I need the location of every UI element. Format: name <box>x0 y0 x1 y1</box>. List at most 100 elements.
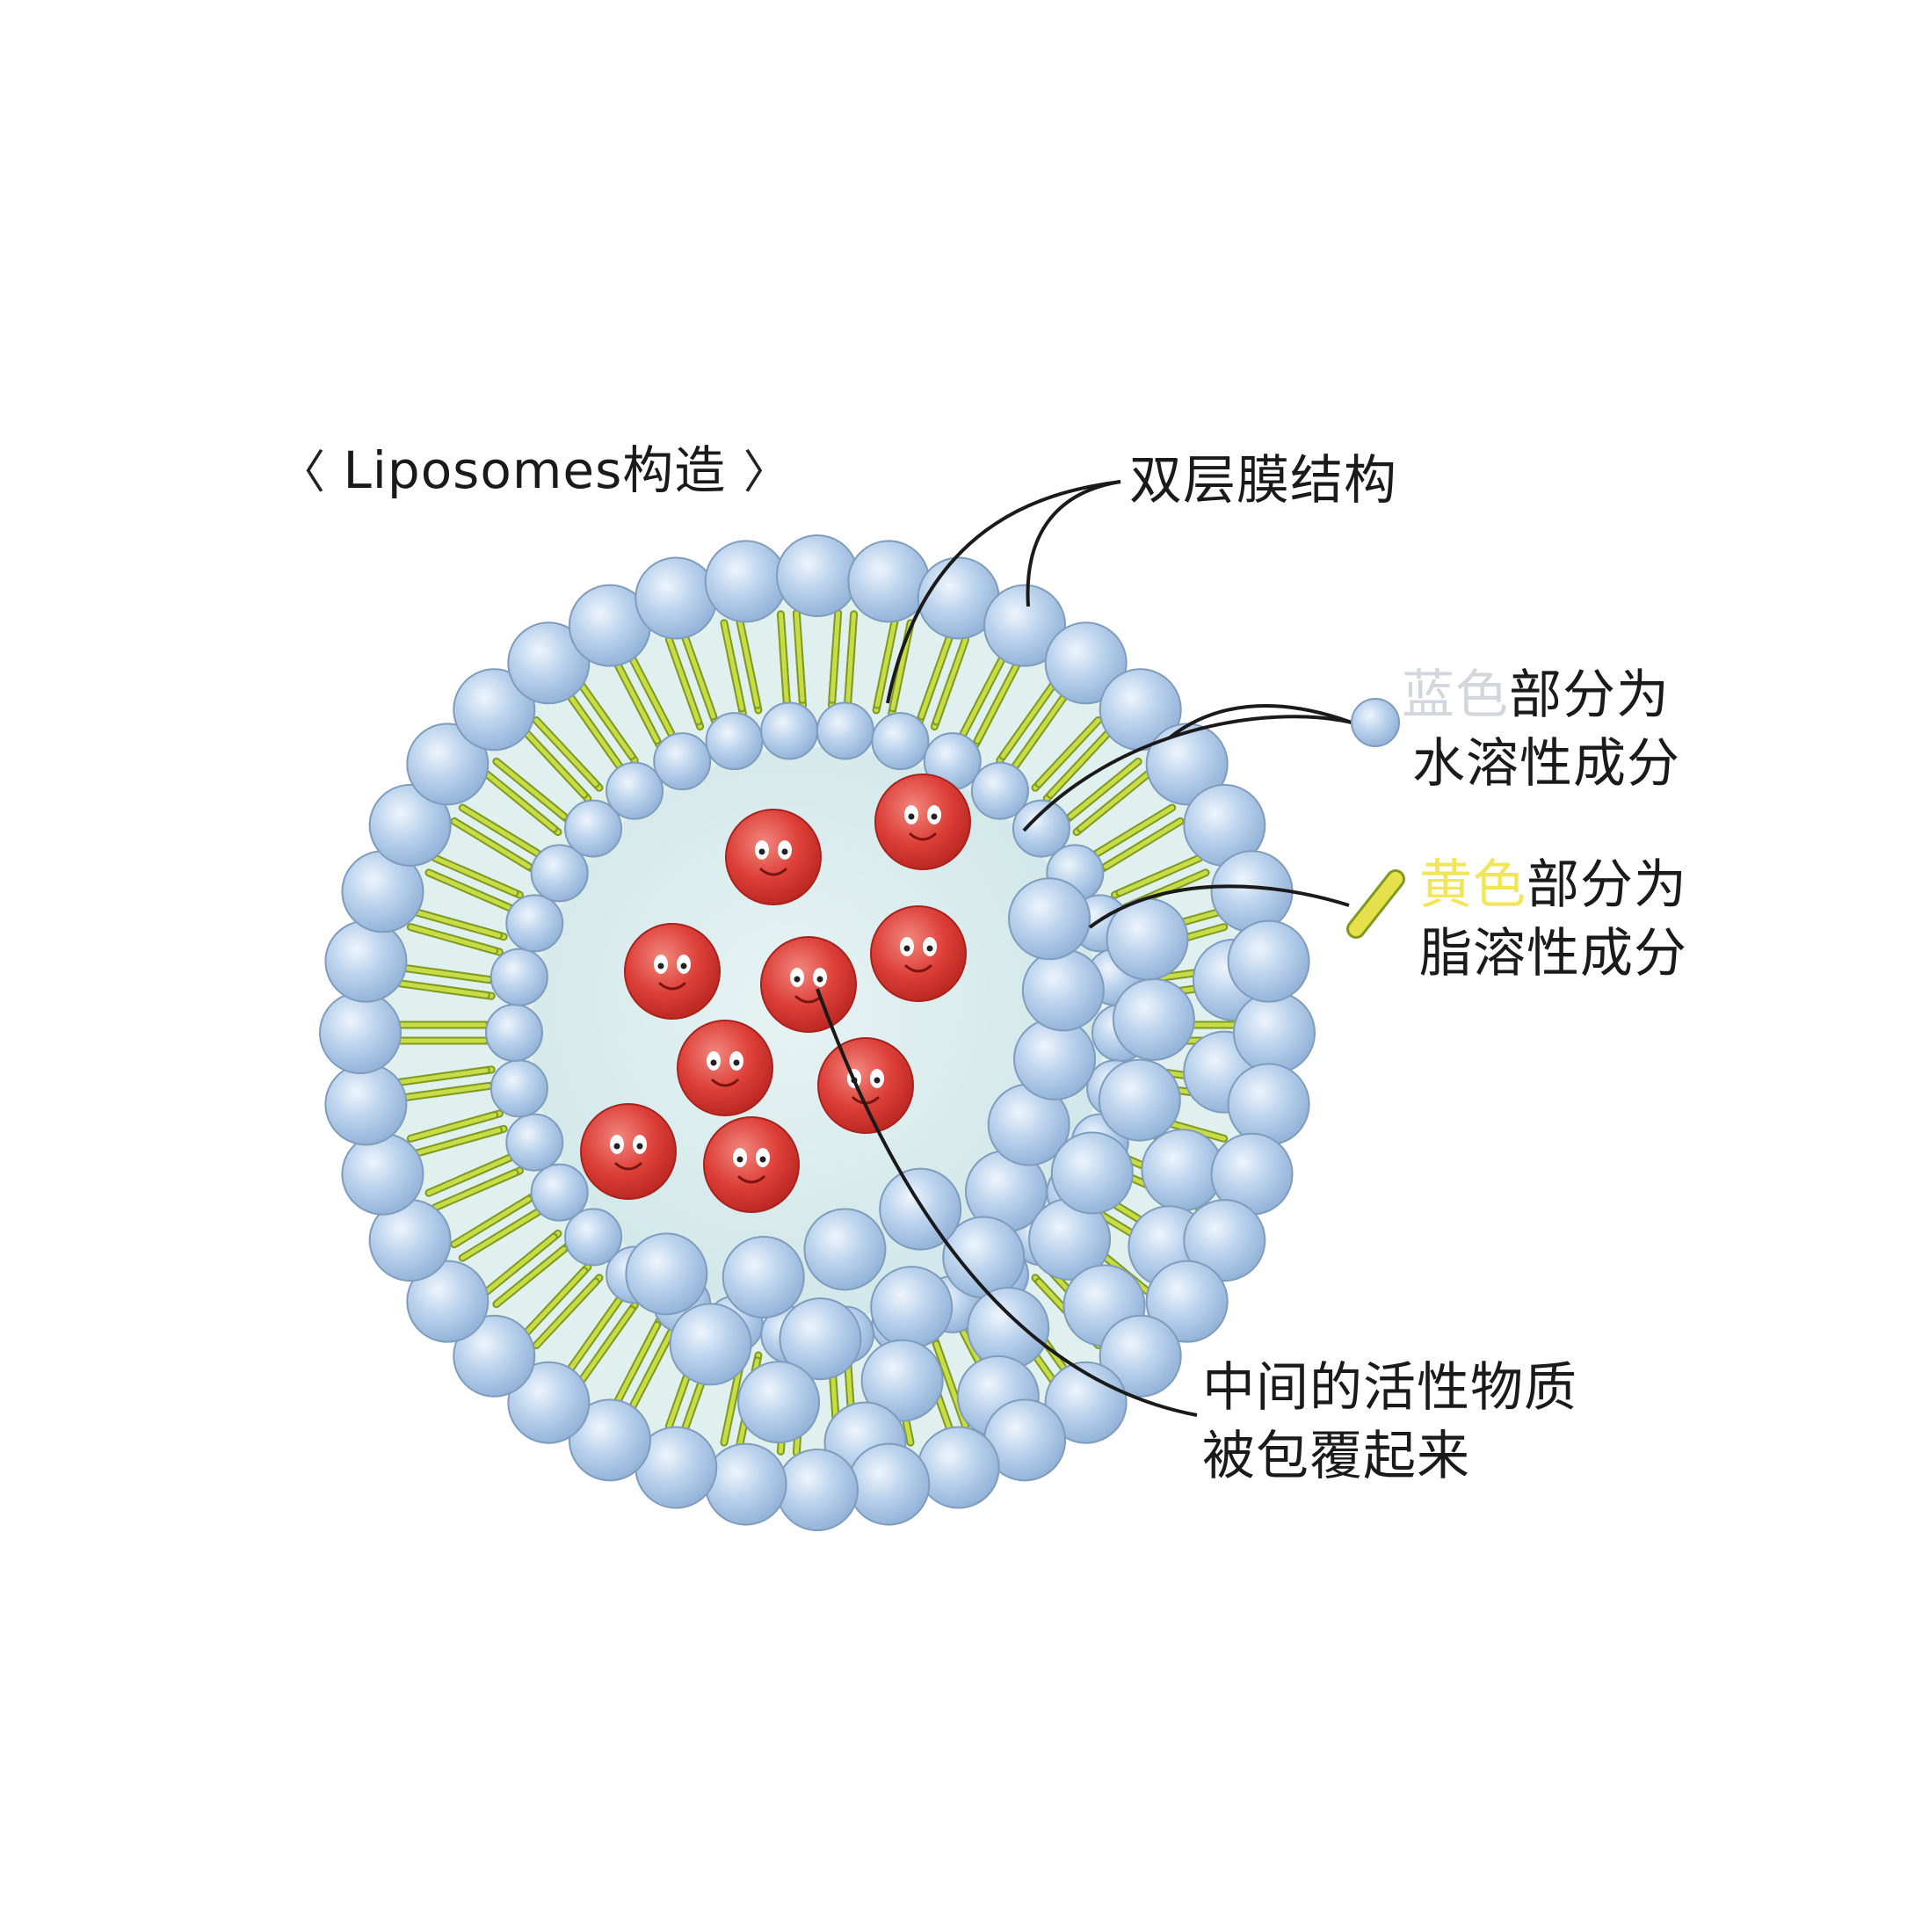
drug-pupil <box>736 1156 743 1163</box>
diagram-title: 〈 Liposomes构造 〉 <box>279 436 790 507</box>
surface-lipid-head <box>1050 1131 1134 1215</box>
lipid-tail-highlight <box>426 1156 511 1195</box>
drug-pupil <box>759 1156 766 1163</box>
lipid-tail-highlight <box>722 621 744 711</box>
yellow-tail-legend-icon-fill <box>1349 872 1403 936</box>
surface-lipid-head <box>967 1286 1050 1369</box>
lipid-tail-highlight <box>522 729 587 797</box>
bilayer-leader-outer <box>1026 480 1121 607</box>
surface-lipid-head <box>1098 1058 1181 1142</box>
drug-body <box>703 1116 800 1213</box>
lipid-tail-highlight <box>614 661 660 744</box>
drug-smile <box>759 868 787 876</box>
active-substance-molecule <box>870 905 967 1002</box>
outer-lipid-head <box>1227 1063 1310 1146</box>
outer-lipid-head <box>1044 621 1128 705</box>
lipid-tail-highlight <box>1068 759 1141 819</box>
outer-lipid-head <box>776 534 859 617</box>
lipid-tail-highlight <box>533 718 598 787</box>
drug-pupil <box>680 962 687 970</box>
outer-lipid-head <box>1145 1260 1229 1343</box>
drug-body <box>760 936 857 1033</box>
surface-lipid-head <box>1112 977 1195 1061</box>
lipid-tail-highlight <box>566 1297 621 1374</box>
drug-body <box>874 774 971 870</box>
drug-pupil <box>794 976 801 983</box>
drug-smile <box>904 964 932 973</box>
outer-lipid-head <box>1227 919 1310 1003</box>
active-substance-molecule <box>677 1020 773 1116</box>
drug-smile <box>909 832 937 841</box>
lipid-tail-highlight <box>1036 718 1101 787</box>
outer-lipid-head <box>1210 850 1294 933</box>
outer-lipid-head <box>1099 1314 1182 1398</box>
yellow-colored-word: 黄色 <box>1419 854 1527 916</box>
lipid-tail-highlight <box>460 1210 540 1260</box>
lipid-tail-highlight <box>452 1196 531 1247</box>
inner-lipid-head <box>490 1059 548 1118</box>
lipid-tail-highlight <box>426 870 511 910</box>
outer-lipid-head <box>507 1361 591 1444</box>
title-left-bracket: 〈 <box>279 447 327 499</box>
lipid-tail-highlight <box>975 661 1020 744</box>
drug-body <box>870 905 967 1002</box>
drug-pupil <box>816 976 823 983</box>
blue-leader-outer <box>1167 704 1352 740</box>
drug-body <box>624 923 721 1020</box>
lipid-tail-highlight <box>1117 855 1202 896</box>
outer-lipid-head <box>319 991 402 1074</box>
lipid-tail-highlight <box>432 855 518 896</box>
lipid-tail-highlight <box>522 1268 587 1337</box>
yellow-label-line2: 脂溶性成分 <box>1419 923 1687 984</box>
lipid-tail-highlight <box>432 1170 518 1210</box>
lipid-tail-highlight <box>628 653 674 736</box>
outer-lipid-head <box>568 1398 651 1482</box>
lipid-tail-highlight <box>408 1113 497 1141</box>
drug-pupil <box>657 962 664 970</box>
core-label: 中间的活性物质 被包覆起来 <box>1202 1354 1577 1491</box>
inner-lipid-head <box>530 1163 589 1222</box>
outer-lipid-head <box>1145 723 1229 806</box>
core-leader <box>816 988 1198 1417</box>
outer-lipid-head <box>453 1314 536 1398</box>
inner-lipid-head <box>705 712 764 771</box>
outer-lipid-head <box>847 540 931 623</box>
inner-lipid-head <box>530 844 589 903</box>
surface-lipid-head <box>1008 877 1091 961</box>
outer-lipid-head <box>324 919 408 1003</box>
drug-pupil <box>908 813 915 820</box>
blue-colored-word: 蓝色 <box>1402 665 1509 726</box>
bilayer-label: 双层膜结构 <box>1129 447 1397 515</box>
lipid-tail-highlight <box>1104 818 1183 869</box>
lipid-tail-highlight <box>494 759 567 819</box>
lipid-tail-highlight <box>628 1330 674 1413</box>
inner-lipid-head <box>1012 799 1070 858</box>
outer-lipid-head <box>406 1260 490 1343</box>
surface-lipid-head <box>625 1232 708 1316</box>
outer-lipid-head <box>917 1426 1000 1509</box>
title-text: Liposomes构造 <box>343 440 727 500</box>
drug-pupil <box>781 848 788 855</box>
lipid-tail-highlight <box>484 771 556 832</box>
surface-lipid-head <box>779 1297 862 1381</box>
inner-lipid-head <box>564 1208 623 1267</box>
blue-leader-inner <box>1022 715 1352 832</box>
active-substance-group <box>580 774 971 1213</box>
inner-lipid-head <box>606 761 664 820</box>
drug-pupil <box>613 1143 620 1150</box>
outer-lipid-head <box>406 723 490 806</box>
outer-lipid-head <box>1233 991 1316 1074</box>
outer-lipid-head <box>847 1442 931 1526</box>
drug-smile <box>658 982 686 991</box>
inner-lipid-head <box>760 701 819 760</box>
inner-lipid-head <box>816 701 874 760</box>
blue-part-label: 蓝色部分为 水溶性成分 <box>1402 661 1680 798</box>
outer-lipid-head <box>341 1132 424 1216</box>
drug-smile <box>711 1079 739 1087</box>
legend-icons <box>1346 698 1405 939</box>
yellow-part-label: 黄色部分为 脂溶性成分 <box>1419 851 1687 988</box>
inner-lipid-head <box>485 1004 543 1062</box>
lipid-tail-highlight <box>579 1307 635 1384</box>
lipid-tail-highlight <box>397 1068 489 1085</box>
